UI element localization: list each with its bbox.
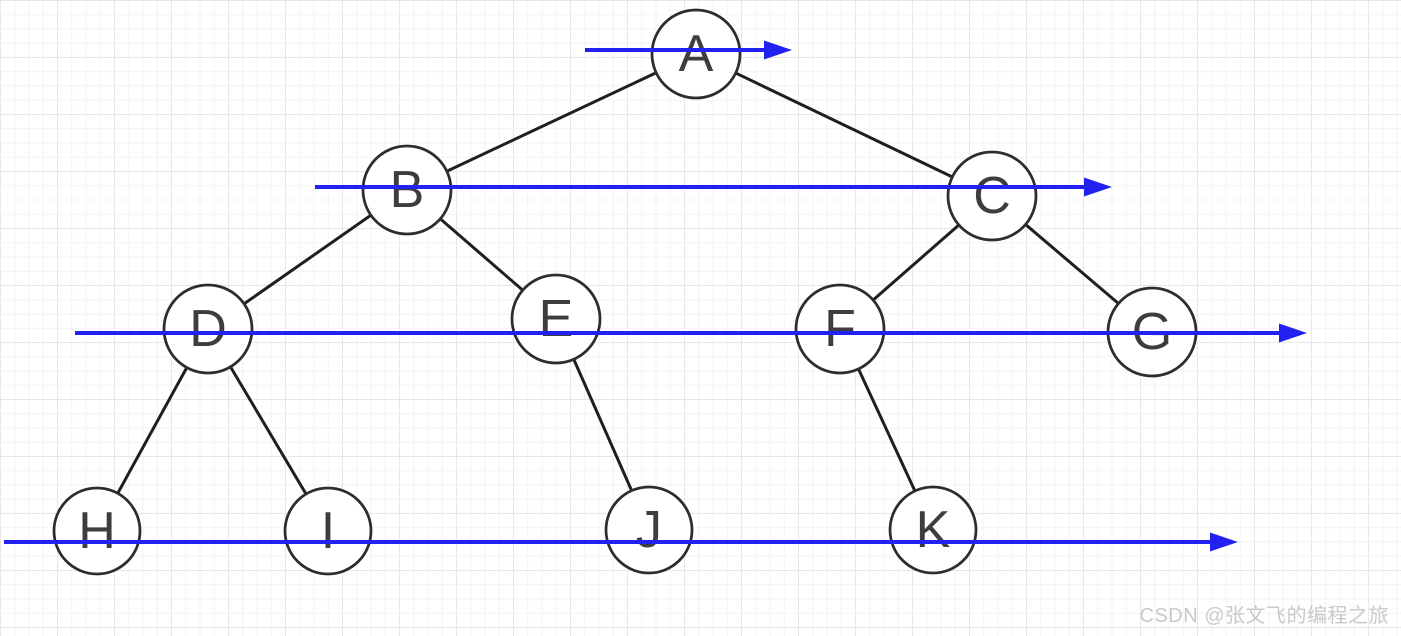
node-j-circle xyxy=(604,485,694,575)
node-a-label: A xyxy=(679,25,714,83)
node-f-label: F xyxy=(824,300,856,358)
node-h-circle xyxy=(52,486,142,576)
edge-a-c xyxy=(694,52,994,198)
node-d-circle xyxy=(162,283,254,375)
watermark: CSDN @张文飞的编程之旅 xyxy=(1139,605,1389,627)
node-b-label: B xyxy=(390,161,425,219)
node-i-label: I xyxy=(321,502,335,560)
edge-a-b xyxy=(405,52,698,192)
node-i-circle xyxy=(283,486,373,576)
node-e: E xyxy=(510,273,602,365)
node-f: F xyxy=(794,283,886,375)
node-k: K xyxy=(888,485,978,575)
node-c-circle xyxy=(946,150,1038,242)
node-k-circle xyxy=(888,485,978,575)
level-1-arrow xyxy=(585,40,792,60)
node-c-label: C xyxy=(973,167,1011,225)
node-a-circle xyxy=(650,8,742,100)
node-h: H xyxy=(52,486,142,576)
node-a: A xyxy=(650,8,742,100)
level-2-arrow xyxy=(315,177,1112,197)
node-k-label: K xyxy=(916,501,951,559)
level-4-arrow xyxy=(4,532,1238,552)
tree-edges xyxy=(95,52,1154,533)
node-j: J xyxy=(604,485,694,575)
node-h-label: H xyxy=(78,502,116,560)
node-f-circle xyxy=(794,283,886,375)
node-d-label: D xyxy=(189,300,227,358)
node-e-circle xyxy=(510,273,602,365)
node-j-label: J xyxy=(636,501,662,559)
level-order-arrows xyxy=(4,40,1307,552)
level-4-arrowhead-icon xyxy=(1210,532,1238,552)
level-3-arrowhead-icon xyxy=(1279,323,1307,343)
tree-nodes: A B C D E F G xyxy=(52,8,1198,576)
node-d: D xyxy=(162,283,254,375)
node-i: I xyxy=(283,486,373,576)
node-e-label: E xyxy=(539,290,574,348)
level-2-arrowhead-icon xyxy=(1084,177,1112,197)
node-b-circle xyxy=(361,144,453,236)
node-c: C xyxy=(946,150,1038,242)
node-b: B xyxy=(361,144,453,236)
level-1-arrowhead-icon xyxy=(764,40,792,60)
level-3-arrow xyxy=(75,323,1307,343)
